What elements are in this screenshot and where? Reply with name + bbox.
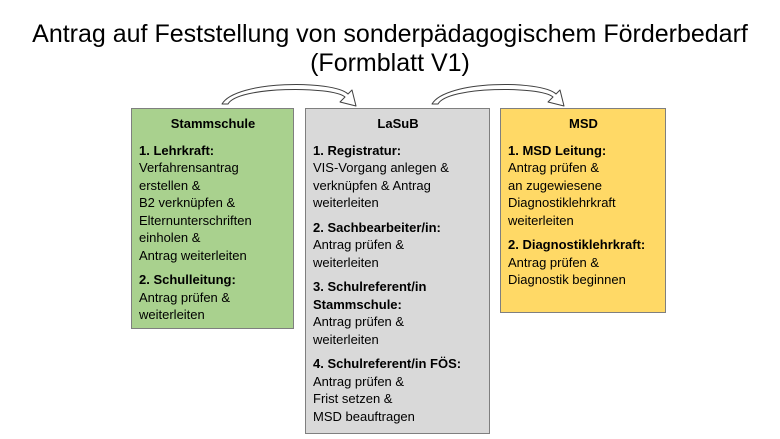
section-line: Antrag weiterleiten [139, 247, 247, 263]
section-line: erstellen & [139, 177, 201, 193]
box-lasub: LaSuB 1. Registratur: VIS-Vorgang anlege… [305, 108, 490, 434]
section-line: einholen & [139, 230, 201, 245]
stammschule-heading: Stammschule [170, 116, 256, 131]
section-line: Diagnostik beginnen [508, 272, 626, 287]
section-line: Frist setzen & [313, 391, 393, 406]
section-line: VIS-Vorgang anlegen & [313, 160, 449, 175]
section-line: Verfahrensantrag [139, 160, 239, 175]
section-title: 3. Schulreferent/in [313, 279, 427, 294]
section-line: Antrag prüfen & [313, 237, 405, 252]
section-title: 4. Schulreferent/in FÖS: [313, 356, 462, 371]
curved-arrow-stammschule-to-lasub [221, 84, 357, 107]
section-line: verknüpfen & Antrag [313, 177, 431, 193]
stammschule-section-lehrkraft: 1. Lehrkraft: Verfahrensantrag erstellen… [139, 142, 287, 265]
stammschule-section-schulleitung: 2. Schulleitung: Antrag prüfen & weiterl… [139, 271, 287, 324]
title-line-1: Antrag auf Feststellung von sonderpädago… [32, 20, 748, 48]
section-title: Stammschule: [313, 296, 402, 312]
section-line: Diagnostiklehrkraft [508, 195, 616, 210]
section-line: weiterleiten [313, 254, 379, 270]
section-line: Antrag prüfen & [508, 160, 600, 175]
box-msd: MSD 1. MSD Leitung: Antrag prüfen & an z… [500, 108, 666, 313]
lasub-section-registratur: 1. Registratur: VIS-Vorgang anlegen & ve… [313, 142, 483, 212]
lasub-section-schulreferent-stammschule: 3. Schulreferent/in Stammschule: Antrag … [313, 278, 483, 348]
section-line: Antrag prüfen & [139, 289, 231, 305]
section-line: Antrag prüfen & [313, 314, 405, 329]
lasub-heading: LaSuB [377, 116, 419, 131]
section-line: an zugewiesene [508, 177, 602, 193]
section-title: 1. Lehrkraft: [139, 142, 215, 158]
lasub-section-sachbearbeiter: 2. Sachbearbeiter/in: Antrag prüfen & we… [313, 219, 483, 272]
section-line: weiterleiten [508, 212, 574, 228]
page-title: Antrag auf Feststellung von sonderpädago… [0, 20, 780, 78]
section-line: Antrag prüfen & [313, 373, 405, 389]
section-line: B2 verknüpfen & [139, 195, 236, 210]
section-line: Antrag prüfen & [508, 254, 600, 270]
msd-section-diagnostiklehrkraft: 2. Diagnostiklehrkraft: Antrag prüfen & … [508, 236, 659, 289]
section-title: 1. Registratur: [313, 142, 402, 158]
box-stammschule: Stammschule 1. Lehrkraft: Verfahrensantr… [131, 108, 294, 329]
section-title: 2. Sachbearbeiter/in: [313, 219, 441, 235]
section-title: 1. MSD Leitung: [508, 142, 607, 158]
section-line: weiterleiten [313, 195, 379, 210]
section-title: 2. Schulleitung: [139, 272, 236, 287]
section-line: weiterleiten [313, 331, 379, 347]
section-line: weiterleiten [139, 307, 205, 322]
msd-heading: MSD [569, 116, 598, 131]
curved-arrow-lasub-to-msd [431, 84, 565, 107]
title-line-2: (Formblatt V1) [310, 49, 470, 77]
lasub-section-schulreferent-foes: 4. Schulreferent/in FÖS: Antrag prüfen &… [313, 355, 483, 425]
section-title: 2. Diagnostiklehrkraft: [508, 237, 646, 252]
section-line: MSD beauftragen [313, 408, 415, 424]
msd-section-leitung: 1. MSD Leitung: Antrag prüfen & an zugew… [508, 142, 659, 230]
section-line: Elternunterschriften [139, 212, 252, 228]
